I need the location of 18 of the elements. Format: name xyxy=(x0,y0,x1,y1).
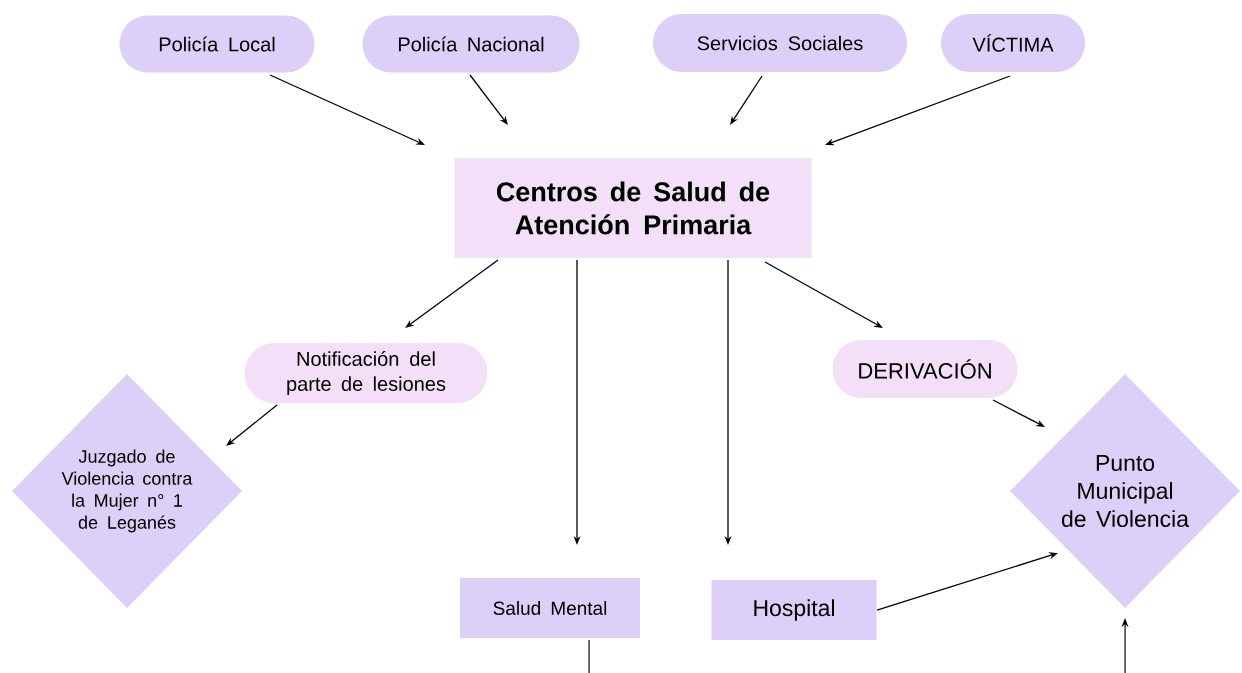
pill-box: DERIVACIÓN xyxy=(832,340,1018,398)
arrow xyxy=(992,399,1045,427)
process-box: Hospital xyxy=(711,580,877,640)
arrow xyxy=(764,261,883,328)
arrow xyxy=(730,75,763,125)
process-box: Centros de Salud de Atención Primaria xyxy=(454,158,812,258)
pill-box: VÍCTIMA xyxy=(941,14,1085,72)
pill-box: Servicios Sociales xyxy=(653,14,907,72)
arrow xyxy=(469,74,508,125)
diamond-box: Punto Municipal de Violencia xyxy=(1010,374,1240,608)
pill-box: Policía Nacional xyxy=(362,15,580,73)
pill-box: Policía Local xyxy=(119,15,315,73)
process-box: Salud Mental xyxy=(460,578,640,638)
arrow xyxy=(226,404,278,446)
connector-line xyxy=(588,639,590,673)
arrow xyxy=(405,259,499,328)
pill-box: Notificación del parte de lesiones xyxy=(244,343,488,403)
diamond-box: Juzgado de Violencia contra la Mujer n° 1 de Leganés xyxy=(12,374,242,608)
